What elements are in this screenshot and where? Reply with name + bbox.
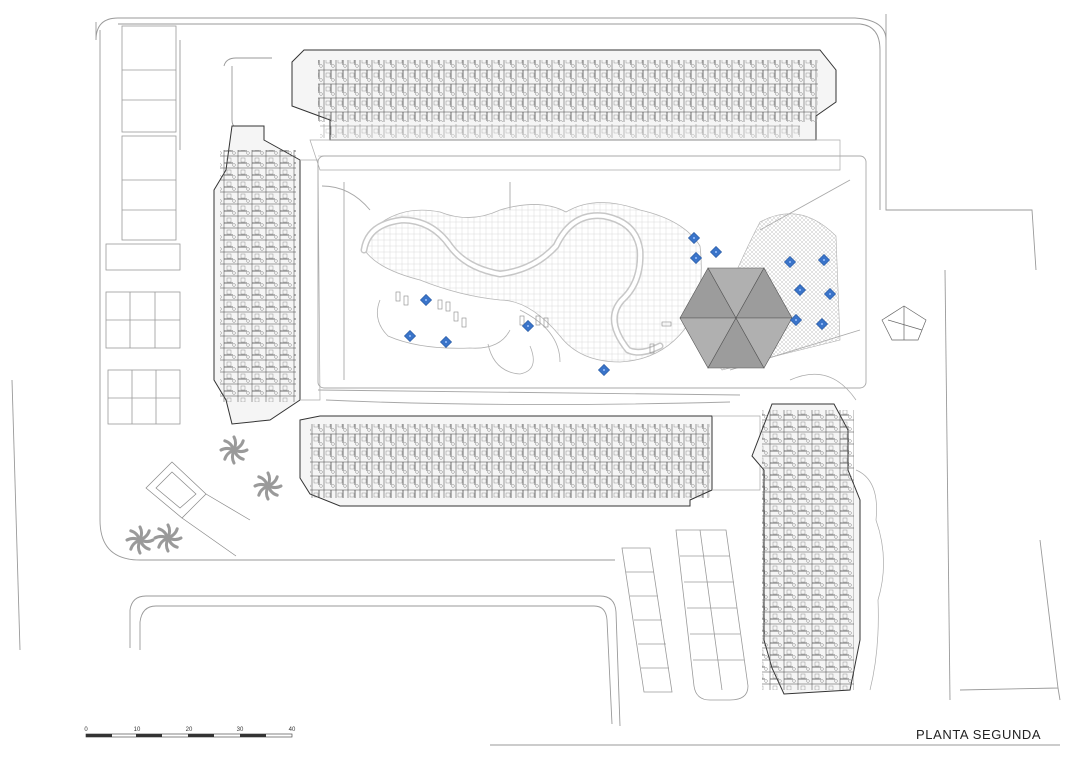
palms [125, 435, 283, 555]
building-south [299, 415, 761, 507]
plaza [679, 213, 841, 371]
blue-umbrella-icon [815, 317, 829, 331]
umbrellas [403, 231, 837, 377]
blue-umbrella-icon [823, 287, 837, 301]
blue-umbrella-icon [403, 329, 417, 343]
scale-tick-10: 10 [134, 727, 141, 733]
blue-umbrella-icon [783, 255, 797, 269]
pergola-roof-icon [679, 267, 793, 369]
blue-umbrella-icon [419, 293, 433, 307]
sunbeds [395, 291, 672, 354]
building-north [291, 49, 841, 171]
site-boundary [11, 14, 1061, 746]
palm-tree-icon [125, 525, 155, 555]
scale-tick-30: 30 [237, 727, 244, 733]
chalet [145, 461, 251, 557]
gatehouse [881, 305, 927, 341]
blue-umbrella-icon [687, 231, 701, 245]
blue-umbrella-icon [817, 253, 831, 267]
scale-bar: 0 10 20 30 40 [84, 727, 296, 738]
scale-tick-40: 40 [289, 727, 296, 733]
scale-tick-20: 20 [186, 727, 193, 733]
palm-tree-icon [153, 523, 183, 553]
blue-umbrella-icon [689, 251, 703, 265]
blue-umbrella-icon [439, 335, 453, 349]
scale-tick-0: 0 [84, 727, 88, 733]
blue-umbrella-icon [597, 363, 611, 377]
swimming-pool [360, 202, 702, 375]
blue-umbrella-icon [793, 283, 807, 297]
plan-title: PLANTA SEGUNDA [916, 727, 1042, 742]
palm-tree-icon [253, 471, 283, 501]
parking-left [105, 25, 181, 425]
building-west [213, 125, 321, 425]
blue-umbrella-icon [709, 245, 723, 259]
blue-umbrella-icon [521, 319, 535, 333]
building-east [751, 373, 884, 695]
blue-umbrella-icon [789, 313, 803, 327]
parking-bottom [621, 529, 749, 701]
palm-tree-icon [219, 435, 249, 465]
